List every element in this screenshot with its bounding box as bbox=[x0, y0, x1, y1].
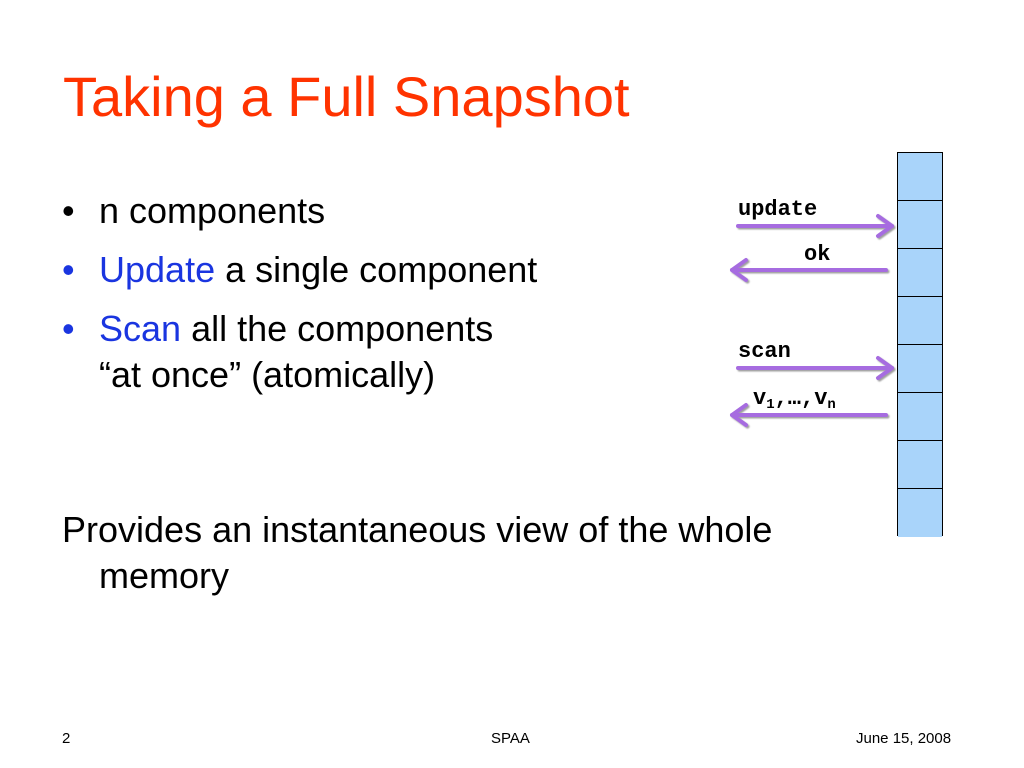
bullet-marker: • bbox=[62, 308, 75, 349]
values-label: v1,…,vn bbox=[753, 386, 836, 414]
ok-arrow bbox=[730, 258, 888, 282]
bullet-text-continued: “at once” (atomically) bbox=[99, 354, 436, 395]
bullet-marker: • bbox=[62, 190, 75, 231]
update-arrow bbox=[736, 214, 894, 238]
bullet-item: • Scan all the components “at once” (ato… bbox=[62, 306, 702, 398]
value-v: v bbox=[814, 386, 828, 411]
memory-cell bbox=[898, 249, 942, 297]
value-sub-n: n bbox=[827, 397, 836, 413]
footer-date: June 15, 2008 bbox=[856, 730, 952, 747]
update-label: update bbox=[738, 197, 818, 222]
memory-cell bbox=[898, 489, 942, 537]
ok-label: ok bbox=[804, 242, 831, 267]
bullet-text: n components bbox=[99, 190, 326, 231]
bullet-item: • n components bbox=[62, 188, 702, 234]
memory-cell bbox=[898, 393, 942, 441]
bullet-text: all the components bbox=[181, 308, 494, 349]
value-ellipsis: ,…, bbox=[774, 386, 815, 411]
footer-center: SPAA bbox=[491, 730, 530, 747]
memory-cell bbox=[898, 153, 942, 201]
bullet-highlight: Scan bbox=[99, 308, 182, 349]
memory-cell bbox=[898, 441, 942, 489]
bullet-highlight: Update bbox=[99, 249, 216, 290]
summary-paragraph: Provides an instantaneous view of the wh… bbox=[62, 509, 773, 596]
bullet-text: a single component bbox=[215, 249, 538, 290]
bullet-item: • Update a single component bbox=[62, 247, 702, 293]
value-v: v bbox=[753, 386, 767, 411]
scan-arrow bbox=[736, 356, 894, 380]
slide-title: Taking a Full Snapshot bbox=[63, 65, 630, 128]
memory-array bbox=[897, 152, 943, 537]
memory-cell bbox=[898, 345, 942, 393]
bullet-marker: • bbox=[62, 249, 75, 290]
value-sub-1: 1 bbox=[766, 397, 775, 413]
scan-label: scan bbox=[738, 339, 791, 364]
bullet-list: • n components • Update a single compone… bbox=[62, 188, 702, 411]
values-arrow bbox=[730, 403, 888, 427]
memory-cell bbox=[898, 297, 942, 345]
memory-cell bbox=[898, 201, 942, 249]
page-number: 2 bbox=[62, 730, 71, 747]
